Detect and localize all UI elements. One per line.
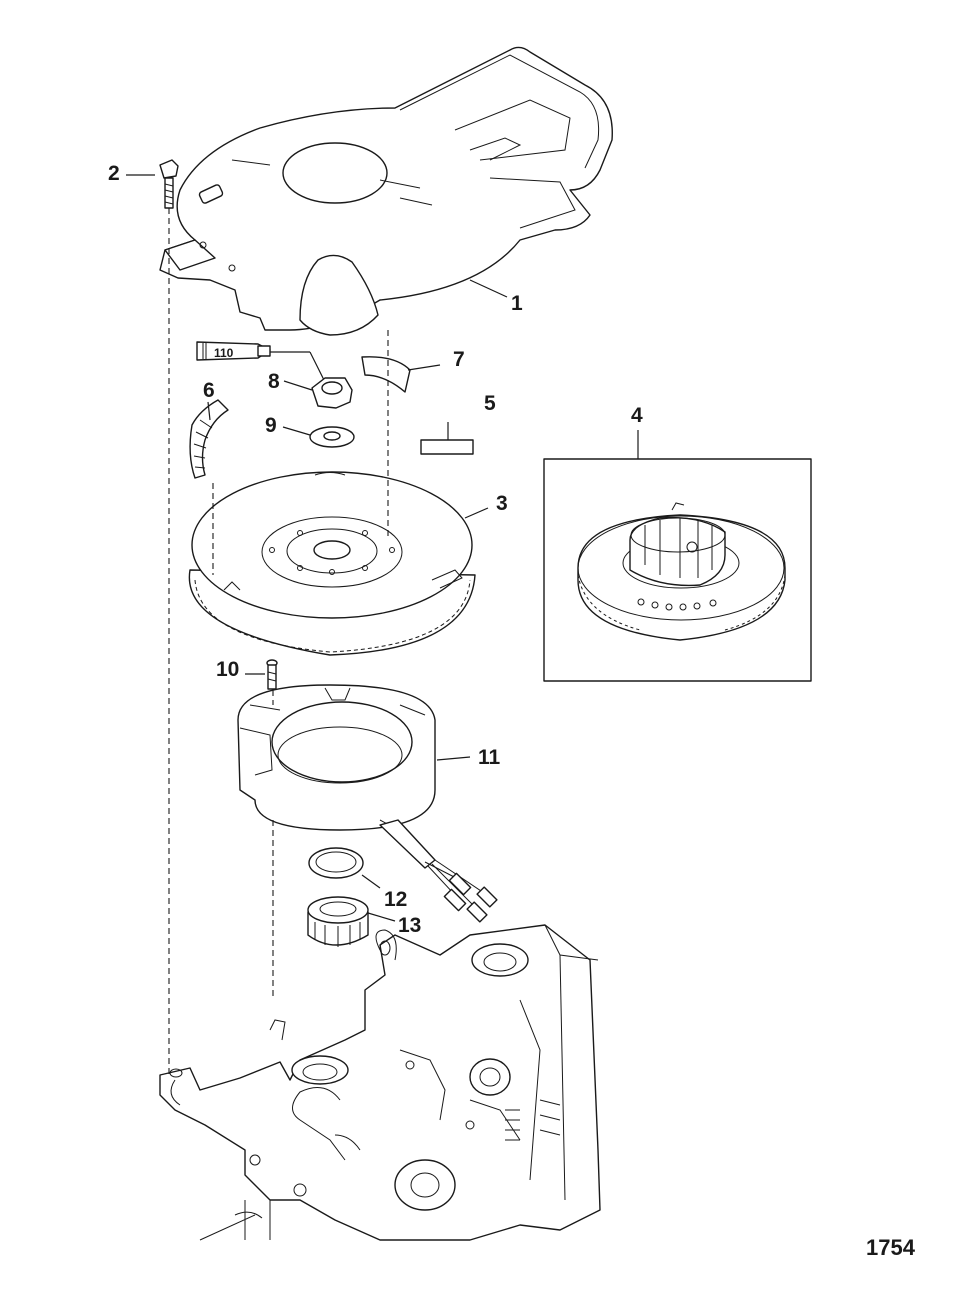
oil-seal — [308, 847, 364, 879]
leader-lines — [126, 174, 639, 922]
stator-screw — [266, 659, 278, 690]
flywheel-key — [361, 356, 411, 393]
callout-8: 8 — [268, 370, 280, 393]
callout-labels: 2 1 7 8 6 5 9 4 3 10 11 12 13 — [108, 162, 643, 937]
callout-12: 12 — [384, 888, 407, 911]
flywheel-cover — [159, 46, 613, 336]
callout-5: 5 — [484, 392, 496, 415]
callout-2: 2 — [108, 162, 120, 185]
powerhead-block — [159, 924, 601, 1241]
decal — [420, 439, 474, 455]
tube-label: 110 — [214, 346, 234, 360]
stator — [237, 684, 436, 851]
callout-6: 6 — [203, 379, 215, 402]
bearing — [307, 896, 369, 947]
callout-13: 13 — [398, 914, 421, 937]
callout-4: 4 — [631, 404, 643, 427]
flywheel-washer — [309, 426, 355, 448]
flywheel — [188, 471, 476, 656]
callout-1: 1 — [511, 292, 523, 315]
sealant-tube: 110 — [196, 341, 326, 383]
flywheel-nut — [311, 377, 353, 409]
callout-10: 10 — [216, 658, 239, 681]
callout-11: 11 — [478, 746, 501, 769]
alignment-lines — [168, 208, 389, 1075]
callout-7: 7 — [453, 348, 465, 371]
callout-3: 3 — [496, 492, 508, 515]
figure-number: 1754 — [866, 1235, 916, 1260]
stator-harness — [379, 819, 498, 923]
inset-box — [543, 458, 812, 682]
callout-9: 9 — [265, 414, 277, 437]
cover-bolt — [159, 159, 179, 209]
magnet-strip — [189, 399, 229, 479]
